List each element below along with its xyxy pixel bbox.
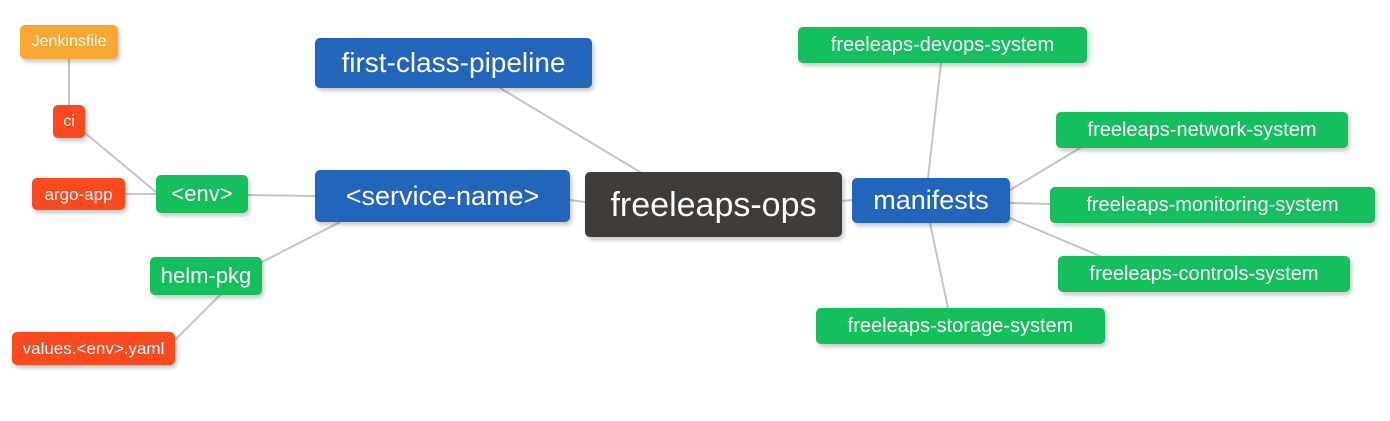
edge-manifests-to-freeleaps-storage-system — [929, 222, 949, 309]
edge-first-class-pipeline-to-freeleaps-ops — [499, 87, 641, 173]
mindmap-node-freeleaps-network-system[interactable]: freeleaps-network-system — [1056, 112, 1348, 148]
edge-manifests-to-freeleaps-devops-system — [927, 62, 942, 179]
mindmap-node-first-class-pipeline[interactable]: first-class-pipeline — [315, 38, 592, 88]
mindmap-node-env[interactable]: <env> — [156, 175, 248, 213]
mindmap-node-values-env-yaml[interactable]: values.<env>.yaml — [12, 332, 175, 365]
mindmap-node-freeleaps-controls-system[interactable]: freeleaps-controls-system — [1058, 256, 1350, 292]
edge-env-to-service-name — [247, 194, 316, 197]
mindmap-node-service-name[interactable]: <service-name> — [315, 170, 570, 222]
edge-helm-pkg-to-service-name — [261, 221, 341, 263]
edge-manifests-to-freeleaps-network-system — [1009, 147, 1081, 191]
mindmap-node-argo-app[interactable]: argo-app — [32, 178, 125, 210]
mindmap-node-freeleaps-ops[interactable]: freeleaps-ops — [585, 172, 842, 237]
edge-manifests-to-freeleaps-controls-system — [1009, 217, 1101, 257]
edge-service-name-to-freeleaps-ops — [569, 199, 586, 203]
mindmap-node-freeleaps-devops-system[interactable]: freeleaps-devops-system — [798, 27, 1087, 63]
mindmap-node-manifests[interactable]: manifests — [852, 178, 1010, 223]
edge-manifests-to-freeleaps-monitoring-system — [1009, 202, 1051, 205]
mindmap-node-freeleaps-storage-system[interactable]: freeleaps-storage-system — [816, 308, 1105, 344]
edge-values-env-yaml-to-helm-pkg — [174, 294, 221, 341]
edge-freeleaps-ops-to-manifests — [841, 199, 853, 202]
mindmap-node-ci[interactable]: ci — [53, 105, 85, 138]
mindmap-node-freeleaps-monitoring-system[interactable]: freeleaps-monitoring-system — [1050, 187, 1375, 223]
mindmap-node-Jenkinsfile[interactable]: Jenkinsfile — [20, 25, 118, 59]
mindmap-node-helm-pkg[interactable]: helm-pkg — [150, 257, 262, 295]
